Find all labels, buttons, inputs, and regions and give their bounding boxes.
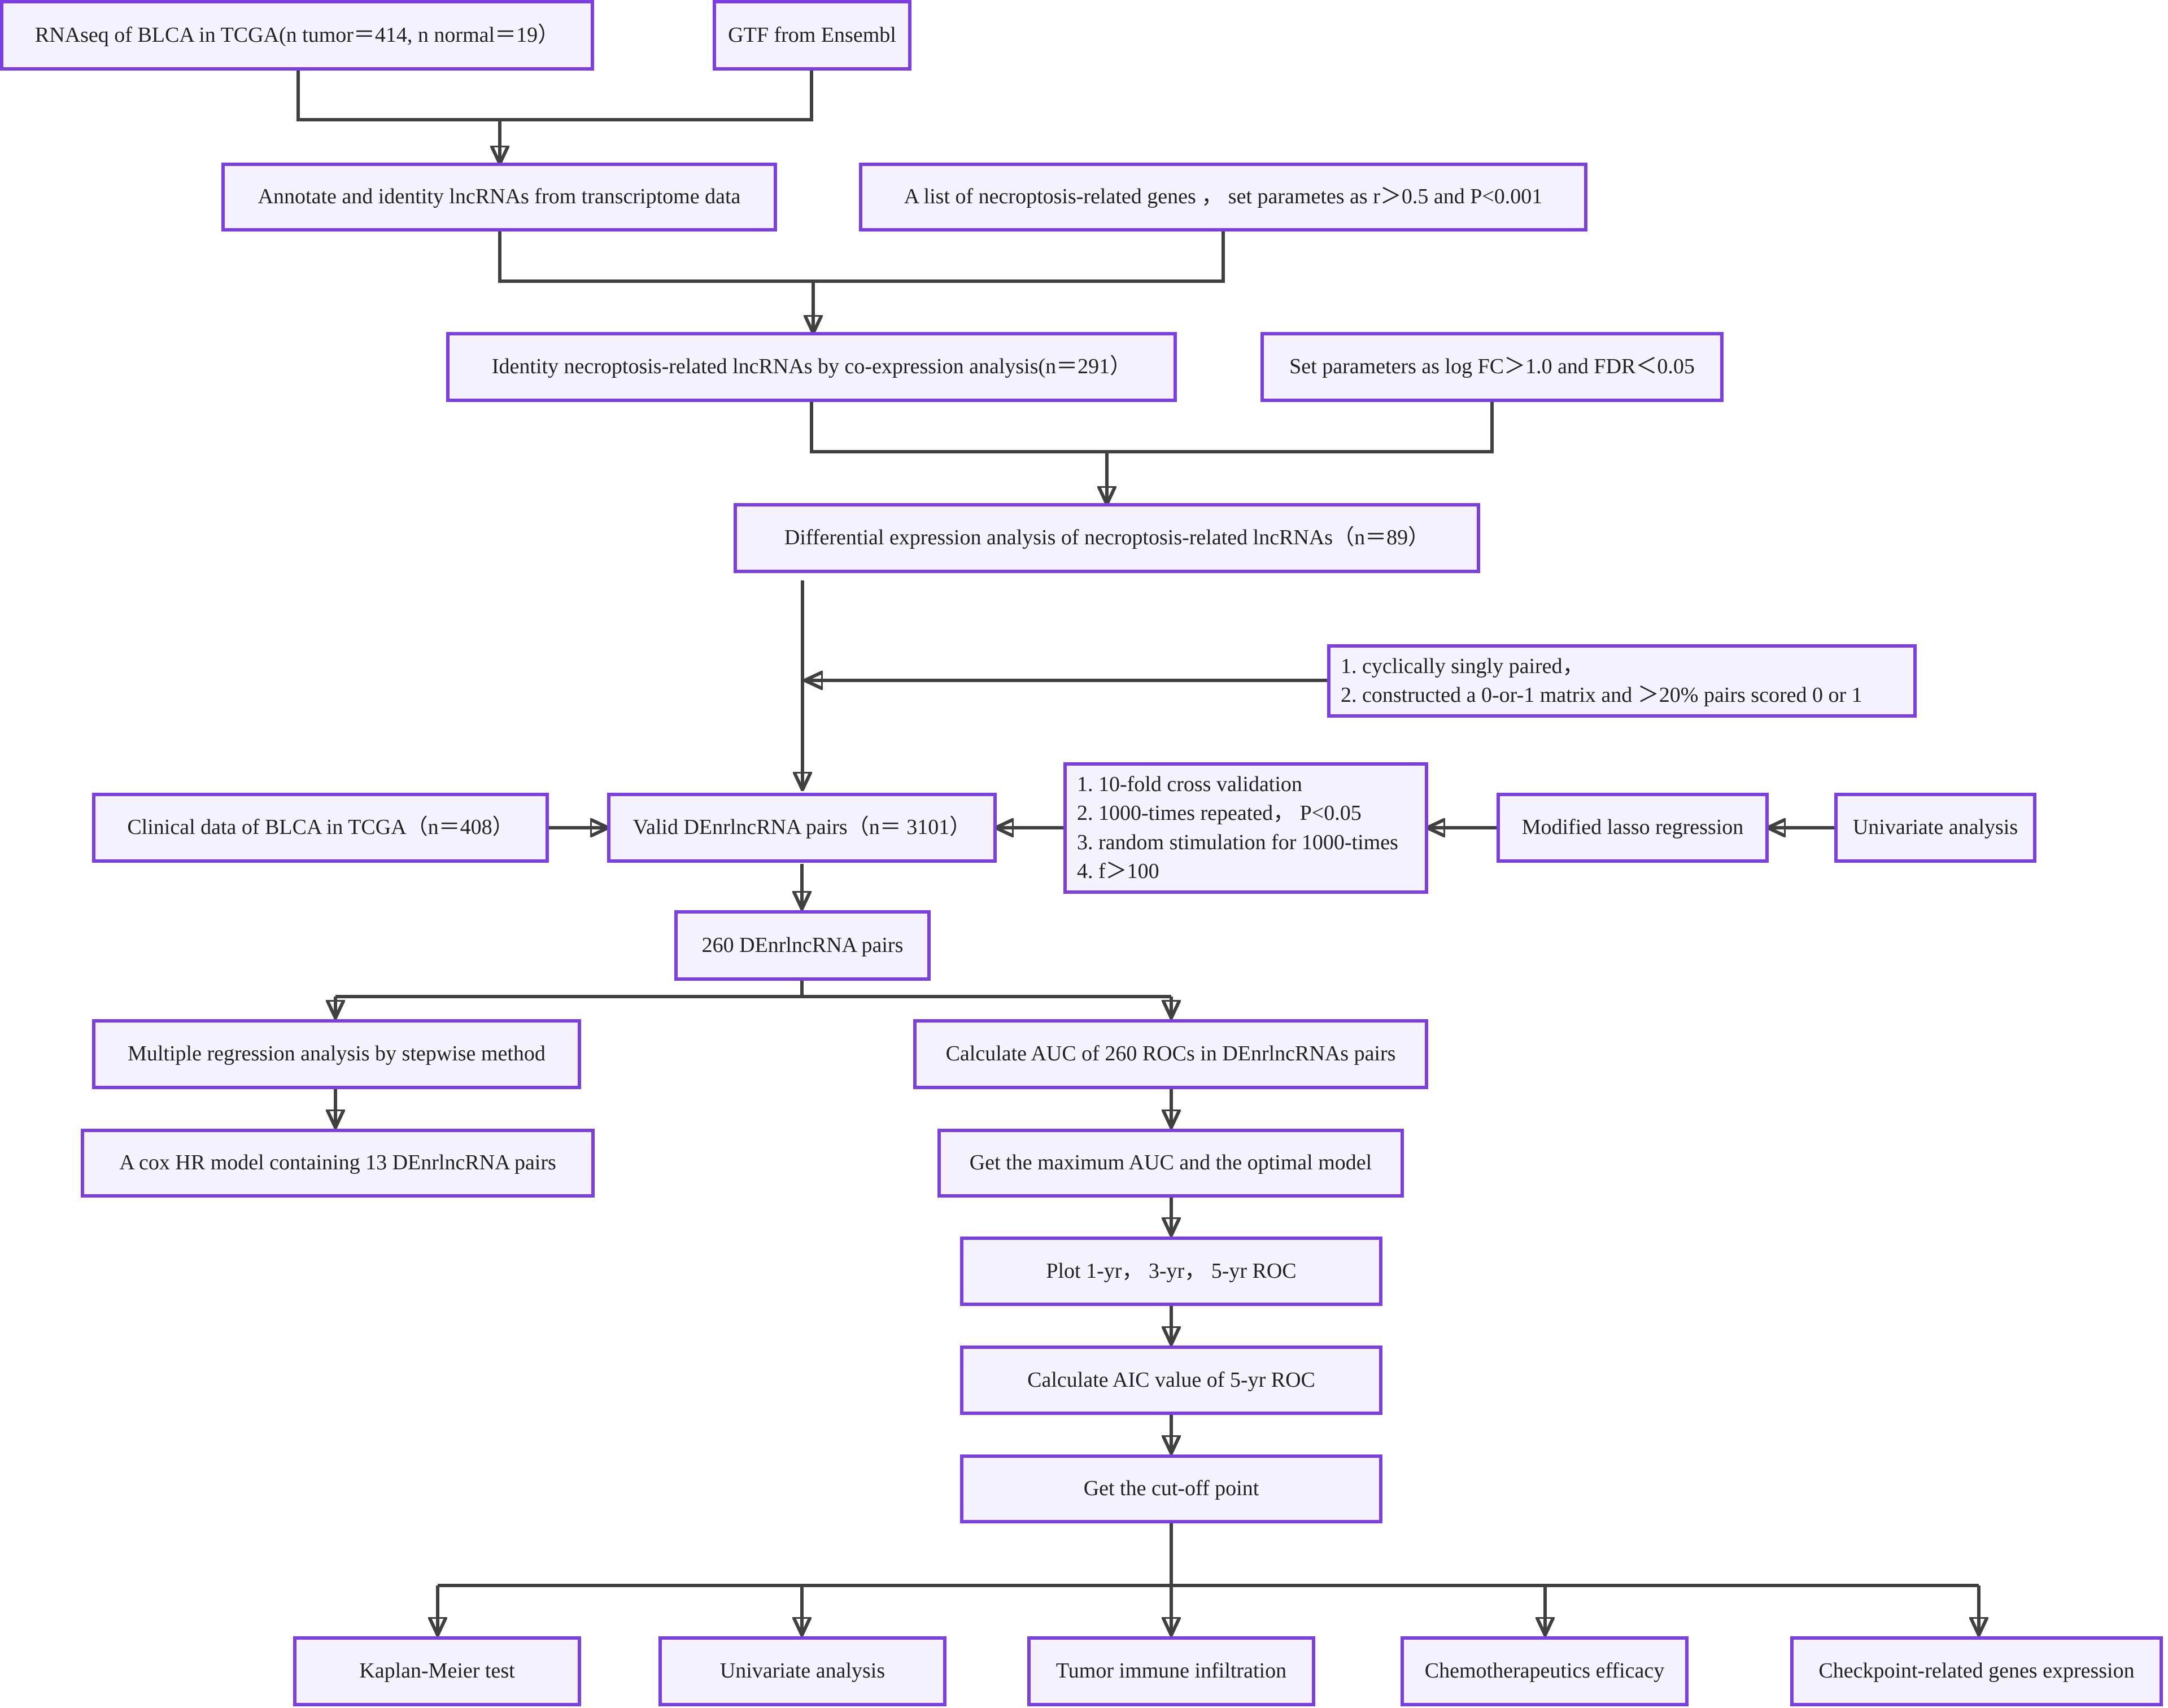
tumor-immune-infiltration-box: Tumor immune infiltration	[1027, 1636, 1315, 1706]
connector-rnaseq-gtf-merge	[296, 71, 813, 121]
identity-box: Identity necroptosis-related lncRNAs by …	[446, 332, 1177, 402]
chemotherapeutics-efficacy-box: Chemotherapeutics efficacy	[1401, 1636, 1689, 1706]
valid-pairs-box: Valid DEnrlncRNA pairs（n＝ 3101）	[607, 793, 997, 863]
annotate-box: Annotate and identity lncRNAs from trans…	[221, 163, 777, 231]
checkpoint-genes-box: Checkpoint-related genes expression	[1790, 1636, 2163, 1706]
pairs-260-box: 260 DEnrlncRNA pairs	[674, 910, 931, 981]
aic-value-box: Calculate AIC value of 5-yr ROC	[960, 1346, 1382, 1415]
necroptosis-gene-list-box: A list of necroptosis-related genes ， se…	[859, 163, 1587, 231]
pairing-line-2: 2. constructed a 0-or-1 matrix and ＞20% …	[1341, 683, 1862, 707]
gtf-box: GTF from Ensembl	[713, 0, 911, 71]
univariate-analysis-top-box: Univariate analysis	[1834, 793, 2036, 863]
cv-line-4: 4. f＞100	[1077, 859, 1159, 883]
cv-line-2: 2. 1000-times repeated， P<0.05	[1077, 801, 1362, 825]
pairing-line-1: 1. cyclically singly paired，	[1341, 654, 1584, 678]
pairing-criteria-box: 1. cyclically singly paired， 2. construc…	[1327, 644, 1917, 718]
lasso-regression-box: Modified lasso regression	[1497, 793, 1769, 863]
connector-260-split	[335, 981, 1171, 998]
connector-annotate-list-merge	[498, 231, 1225, 283]
cv-line-3: 3. random stimulation for 1000-times	[1077, 830, 1398, 854]
differential-expression-box: Differential expression analysis of necr…	[734, 503, 1480, 573]
connector-identity-params-merge	[810, 402, 1494, 453]
multiple-regression-box: Multiple regression analysis by stepwise…	[92, 1019, 581, 1089]
maximum-auc-box: Get the maximum AUC and the optimal mode…	[937, 1129, 1404, 1198]
rnaseq-box: RNAseq of BLCA in TCGA(n tumor＝414, n no…	[0, 0, 594, 71]
calculate-auc-box: Calculate AUC of 260 ROCs in DEnrlncRNAs…	[913, 1019, 1428, 1089]
cox-model-box: A cox HR model containing 13 DEnrlncRNA …	[81, 1129, 595, 1198]
univariate-analysis-bottom-box: Univariate analysis	[658, 1636, 946, 1706]
cutoff-point-box: Get the cut-off point	[960, 1454, 1382, 1523]
clinical-data-box: Clinical data of BLCA in TCGA（n＝408）	[92, 793, 549, 863]
cv-line-1: 1. 10-fold cross validation	[1077, 772, 1302, 796]
set-parameters-box: Set parameters as log FC＞1.0 and FDR＜0.0…	[1260, 332, 1724, 402]
cross-validation-box: 1. 10-fold cross validation 2. 1000-time…	[1063, 762, 1428, 894]
plot-roc-box: Plot 1-yr， 3-yr， 5-yr ROC	[960, 1237, 1382, 1306]
kaplan-meier-box: Kaplan-Meier test	[293, 1636, 581, 1706]
connector-cutoff-fanout	[438, 1523, 1979, 1587]
